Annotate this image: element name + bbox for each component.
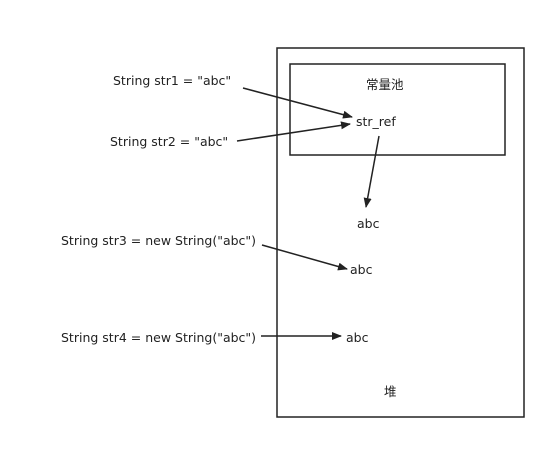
heap-value-abc-3: abc [346,330,369,345]
arrow-str1-to-pool [242,87,353,119]
code-line-str2: String str2 = "abc" [110,134,229,149]
heap-value-abc-2: abc [350,262,373,277]
constant-pool-box [289,63,506,156]
arrow-str2-to-pool [236,121,351,142]
code-line-str1: String str1 = "abc" [113,73,232,88]
code-line-str4: String str4 = new String("abc") [61,330,257,345]
arrow-ref-to-heap-abc [363,135,380,208]
pool-ref-label: str_ref [356,114,396,129]
code-line-str3: String str3 = new String("abc") [61,233,257,248]
heap-label: 堆 [384,384,397,399]
arrow-str3-to-heap [261,244,348,271]
heap-box [276,47,525,418]
constant-pool-label: 常量池 [366,77,404,92]
heap-value-abc-1: abc [357,216,380,231]
